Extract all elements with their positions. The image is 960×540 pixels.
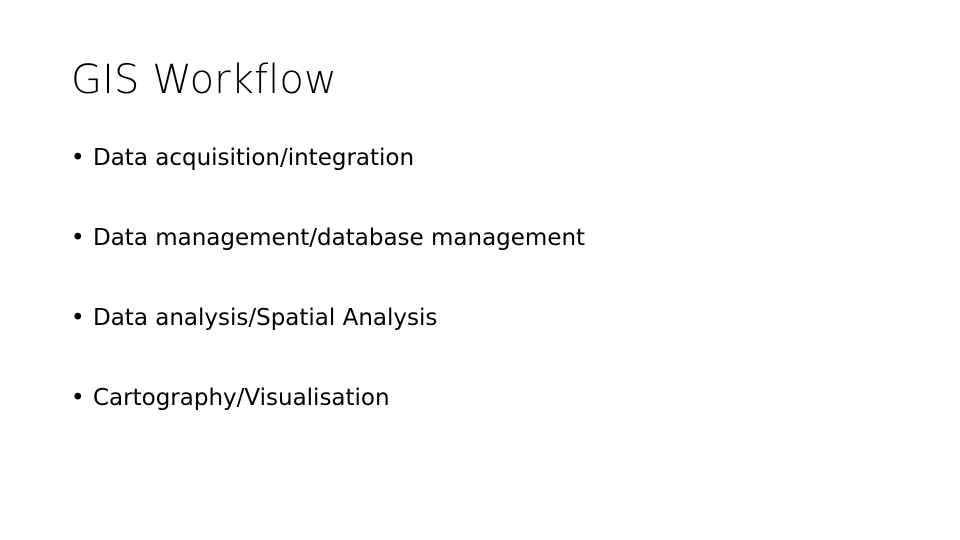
bullet-item-label: Data analysis/Spatial Analysis bbox=[93, 305, 438, 331]
bullet-row: • Data analysis/Spatial Analysis bbox=[71, 303, 901, 333]
bullet-list: • Data acquisition/integration • Data ma… bbox=[71, 143, 901, 463]
list-item: • Data acquisition/integration bbox=[71, 143, 901, 223]
bullet-row: • Cartography/Visualisation bbox=[71, 383, 901, 413]
bullet-item-label: Cartography/Visualisation bbox=[93, 385, 390, 411]
bullet-point-icon: • bbox=[71, 305, 85, 331]
bullet-item-label: Data acquisition/integration bbox=[93, 145, 415, 171]
page-title: GIS Workflow bbox=[71, 57, 337, 103]
list-item: • Data management/database management bbox=[71, 223, 901, 303]
bullet-item-label: Data management/database management bbox=[93, 225, 586, 251]
bullet-row: • Data management/database management bbox=[71, 223, 901, 253]
bullet-point-icon: • bbox=[71, 225, 85, 251]
list-item: • Data analysis/Spatial Analysis bbox=[71, 303, 901, 383]
list-item: • Cartography/Visualisation bbox=[71, 383, 901, 463]
bullet-point-icon: • bbox=[71, 385, 85, 411]
bullet-point-icon: • bbox=[71, 145, 85, 171]
bullet-row: • Data acquisition/integration bbox=[71, 143, 901, 173]
